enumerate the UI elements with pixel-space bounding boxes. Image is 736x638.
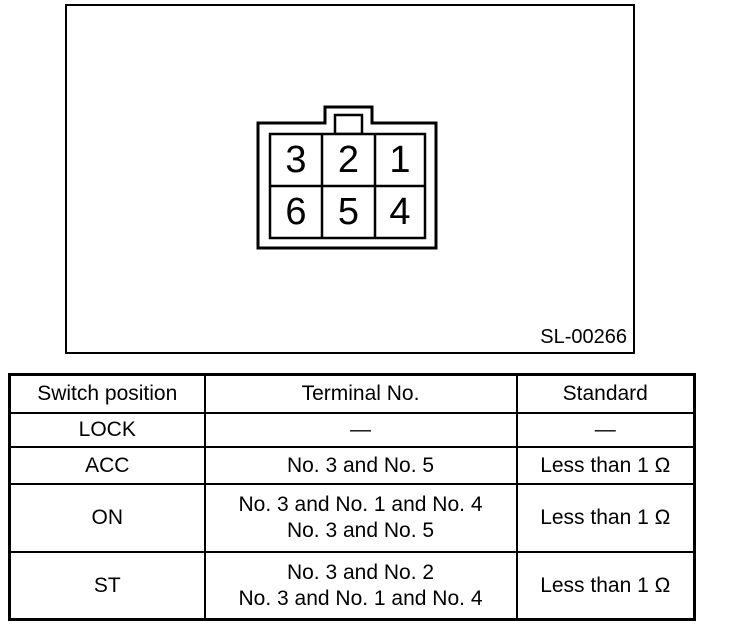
terminal-line: No. 3 and No. 1 and No. 4 bbox=[238, 493, 483, 516]
standard-cell: Less than 1 Ω bbox=[515, 483, 696, 553]
terminal-line: No. 3 and No. 5 bbox=[286, 519, 435, 542]
connector-key-slot bbox=[333, 113, 364, 136]
header-standard: Standard bbox=[515, 373, 696, 414]
header-terminal-no: Terminal No. bbox=[203, 373, 518, 414]
terminal-line: No. 3 and No. 1 and No. 4 bbox=[238, 586, 483, 610]
terminal-no-cell: — bbox=[203, 412, 518, 448]
standard-cell: Less than 1 Ω bbox=[515, 551, 696, 621]
terminal-no-cell: No. 3 and No. 1 and No. 4 No. 3 and No. … bbox=[203, 483, 518, 553]
terminal-grid-lines bbox=[270, 134, 425, 238]
table-row-lock: LOCK — — bbox=[8, 412, 696, 448]
standard-cell: Less than 1 Ω bbox=[515, 446, 696, 485]
table-header-row: Switch position Terminal No. Standard bbox=[8, 373, 696, 414]
terminal-line: — bbox=[350, 418, 371, 441]
terminal-cell: 1 bbox=[389, 139, 411, 181]
table-row-st: ST No. 3 and No. 2 No. 3 and No. 1 and N… bbox=[8, 551, 696, 621]
connector-figure-frame: 3 2 1 6 5 4 SL-00266 bbox=[65, 4, 635, 354]
terminal-cell: 5 bbox=[337, 191, 360, 233]
terminal-line: No. 3 and No. 5 bbox=[286, 453, 435, 477]
table-row-acc: ACC No. 3 and No. 5 Less than 1 Ω bbox=[8, 446, 696, 485]
figure-label: SL-00266 bbox=[540, 326, 627, 348]
switch-position-cell: ACC bbox=[8, 446, 206, 485]
ignition-connector-diagram bbox=[256, 105, 438, 250]
switch-position-cell: ST bbox=[8, 551, 206, 621]
terminal-cell: 2 bbox=[337, 139, 360, 181]
table-row-on: ON No. 3 and No. 1 and No. 4 No. 3 and N… bbox=[8, 483, 696, 553]
header-switch-position: Switch position bbox=[8, 373, 206, 414]
switch-position-cell: LOCK bbox=[8, 412, 206, 448]
terminal-line: No. 3 and No. 2 bbox=[286, 560, 435, 584]
switch-position-cell: ON bbox=[8, 483, 206, 553]
continuity-spec-table: Switch position Terminal No. Standard LO… bbox=[8, 373, 696, 621]
terminal-no-cell: No. 3 and No. 5 bbox=[203, 446, 518, 485]
standard-cell: — bbox=[515, 412, 696, 448]
terminal-cell: 4 bbox=[389, 191, 411, 233]
terminal-cell: 6 bbox=[285, 191, 307, 233]
terminal-cell: 3 bbox=[285, 139, 307, 181]
terminal-no-cell: No. 3 and No. 2 No. 3 and No. 1 and No. … bbox=[203, 551, 518, 621]
terminal-grid: 3 2 1 6 5 4 bbox=[270, 134, 425, 238]
